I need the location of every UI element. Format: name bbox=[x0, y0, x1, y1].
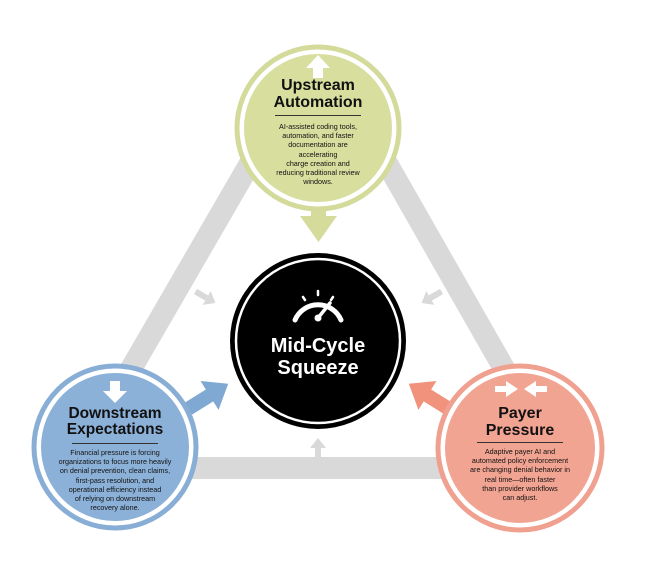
downstream-body-line: of relying on downstream bbox=[74, 494, 156, 504]
upstream-title-line2: Automation bbox=[273, 93, 363, 111]
downstream-node: Downstream Expectations Financial pressu… bbox=[34, 366, 196, 528]
connector-right bbox=[375, 154, 532, 406]
downstream-body-line: Financial pressure is forcing bbox=[70, 448, 160, 457]
downstream-divider bbox=[72, 443, 158, 444]
upstream-body-line: automation, and faster bbox=[282, 131, 354, 141]
upstream-body-line: documentation are accelerating bbox=[288, 140, 348, 159]
payer-divider bbox=[477, 442, 563, 443]
triangle-connectors bbox=[103, 154, 532, 479]
inward-gray-arrows bbox=[193, 288, 444, 461]
payer-title-line1: Payer bbox=[498, 405, 542, 422]
upstream-description: AI-assisted coding tools, automation, an… bbox=[268, 122, 368, 187]
downstream-description: Financial pressure is forcing organizati… bbox=[56, 448, 174, 513]
payer-body-line: than provider workflows bbox=[482, 483, 558, 493]
downstream-title-line1: Downstream bbox=[68, 405, 162, 422]
upstream-body-line: AI-assisted coding tools, bbox=[279, 122, 357, 131]
gray-arrow-left-icon bbox=[193, 288, 216, 305]
gray-arrow-right-icon bbox=[421, 288, 444, 305]
upstream-body-line: reducing traditional review bbox=[276, 168, 360, 178]
downstream-body-line: operational efficiency instead bbox=[68, 484, 162, 494]
payer-body-line: can adjust. bbox=[502, 493, 538, 503]
arrows-inward-icon bbox=[495, 381, 547, 397]
downstream-body-line: recovery alone. bbox=[90, 503, 140, 513]
payer-body-line: real time—often faster bbox=[484, 474, 556, 484]
upstream-title-line1: Upstream bbox=[281, 77, 355, 94]
downstream-title-line2: Expectations bbox=[66, 421, 164, 439]
payer-title-line2: Pressure bbox=[485, 421, 555, 439]
center-title-line2: Squeeze bbox=[277, 357, 359, 380]
speedometer-icon bbox=[292, 289, 344, 323]
arrow-up-icon bbox=[306, 55, 330, 78]
center-circle bbox=[230, 253, 406, 429]
payer-body-line: automated policy enforcement bbox=[471, 456, 569, 466]
center-node: Mid-Cycle Squeeze bbox=[229, 252, 407, 430]
downstream-circle bbox=[31, 363, 199, 531]
payer-body-line: Adaptive payer AI and bbox=[484, 447, 556, 456]
center-title: Mid-Cycle Squeeze bbox=[229, 335, 407, 380]
gray-arrow-bottom-icon bbox=[310, 438, 326, 461]
upstream-title: Upstream Automation bbox=[238, 77, 398, 112]
payer-title: Payer Pressure bbox=[438, 405, 602, 440]
payer-node: Payer Pressure Adaptive payer AI and aut… bbox=[438, 366, 602, 530]
upstream-body-line: windows. bbox=[303, 177, 333, 187]
upstream-circle bbox=[234, 44, 402, 212]
payer-body-line: are changing denial behavior in bbox=[470, 465, 570, 475]
downstream-body-line: on denial prevention, clean claims, bbox=[59, 466, 171, 476]
downstream-body-line: organizations to focus more heavily bbox=[58, 457, 172, 467]
upstream-divider bbox=[275, 115, 361, 116]
payer-description: Adaptive payer AI and automated policy e… bbox=[462, 447, 578, 502]
arrow-down-icon bbox=[103, 381, 127, 403]
downstream-title: Downstream Expectations bbox=[34, 405, 196, 439]
upstream-node: Upstream Automation AI-assisted coding t… bbox=[238, 48, 398, 208]
payer-arrow-icon bbox=[408, 380, 453, 415]
upstream-body-line: charge creation and bbox=[286, 158, 350, 168]
connector-left bbox=[103, 154, 262, 406]
payer-circle bbox=[435, 363, 605, 533]
downstream-arrow-icon bbox=[184, 380, 229, 415]
downstream-body-line: first-pass resolution, and bbox=[75, 475, 155, 485]
center-title-line1: Mid-Cycle bbox=[270, 335, 366, 357]
